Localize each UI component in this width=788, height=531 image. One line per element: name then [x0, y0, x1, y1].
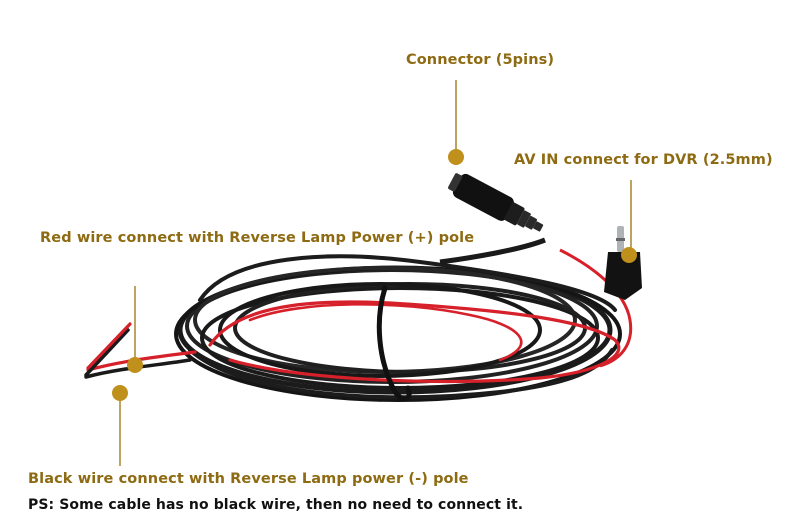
- label-red-wire: Red wire connect with Reverse Lamp Power…: [40, 230, 475, 246]
- marker-dot-icon: [112, 385, 128, 401]
- cable-lead-to-connector: [439, 237, 546, 265]
- label-black-wire: Black wire connect with Reverse Lamp pow…: [28, 471, 469, 487]
- connector-5pin: [448, 173, 544, 232]
- av-jack: [604, 226, 642, 300]
- marker-dot-icon: [448, 149, 464, 165]
- red-wire-lead: [559, 248, 633, 368]
- note-text: PS: Some cable has no black wire, then n…: [28, 497, 524, 513]
- label-connector: Connector (5pins): [406, 52, 555, 68]
- cable-coil: [174, 254, 622, 402]
- marker-dot-icon: [127, 357, 143, 373]
- label-av-in: AV IN connect for DVR (2.5mm): [514, 152, 773, 168]
- marker-dot-icon: [621, 247, 637, 263]
